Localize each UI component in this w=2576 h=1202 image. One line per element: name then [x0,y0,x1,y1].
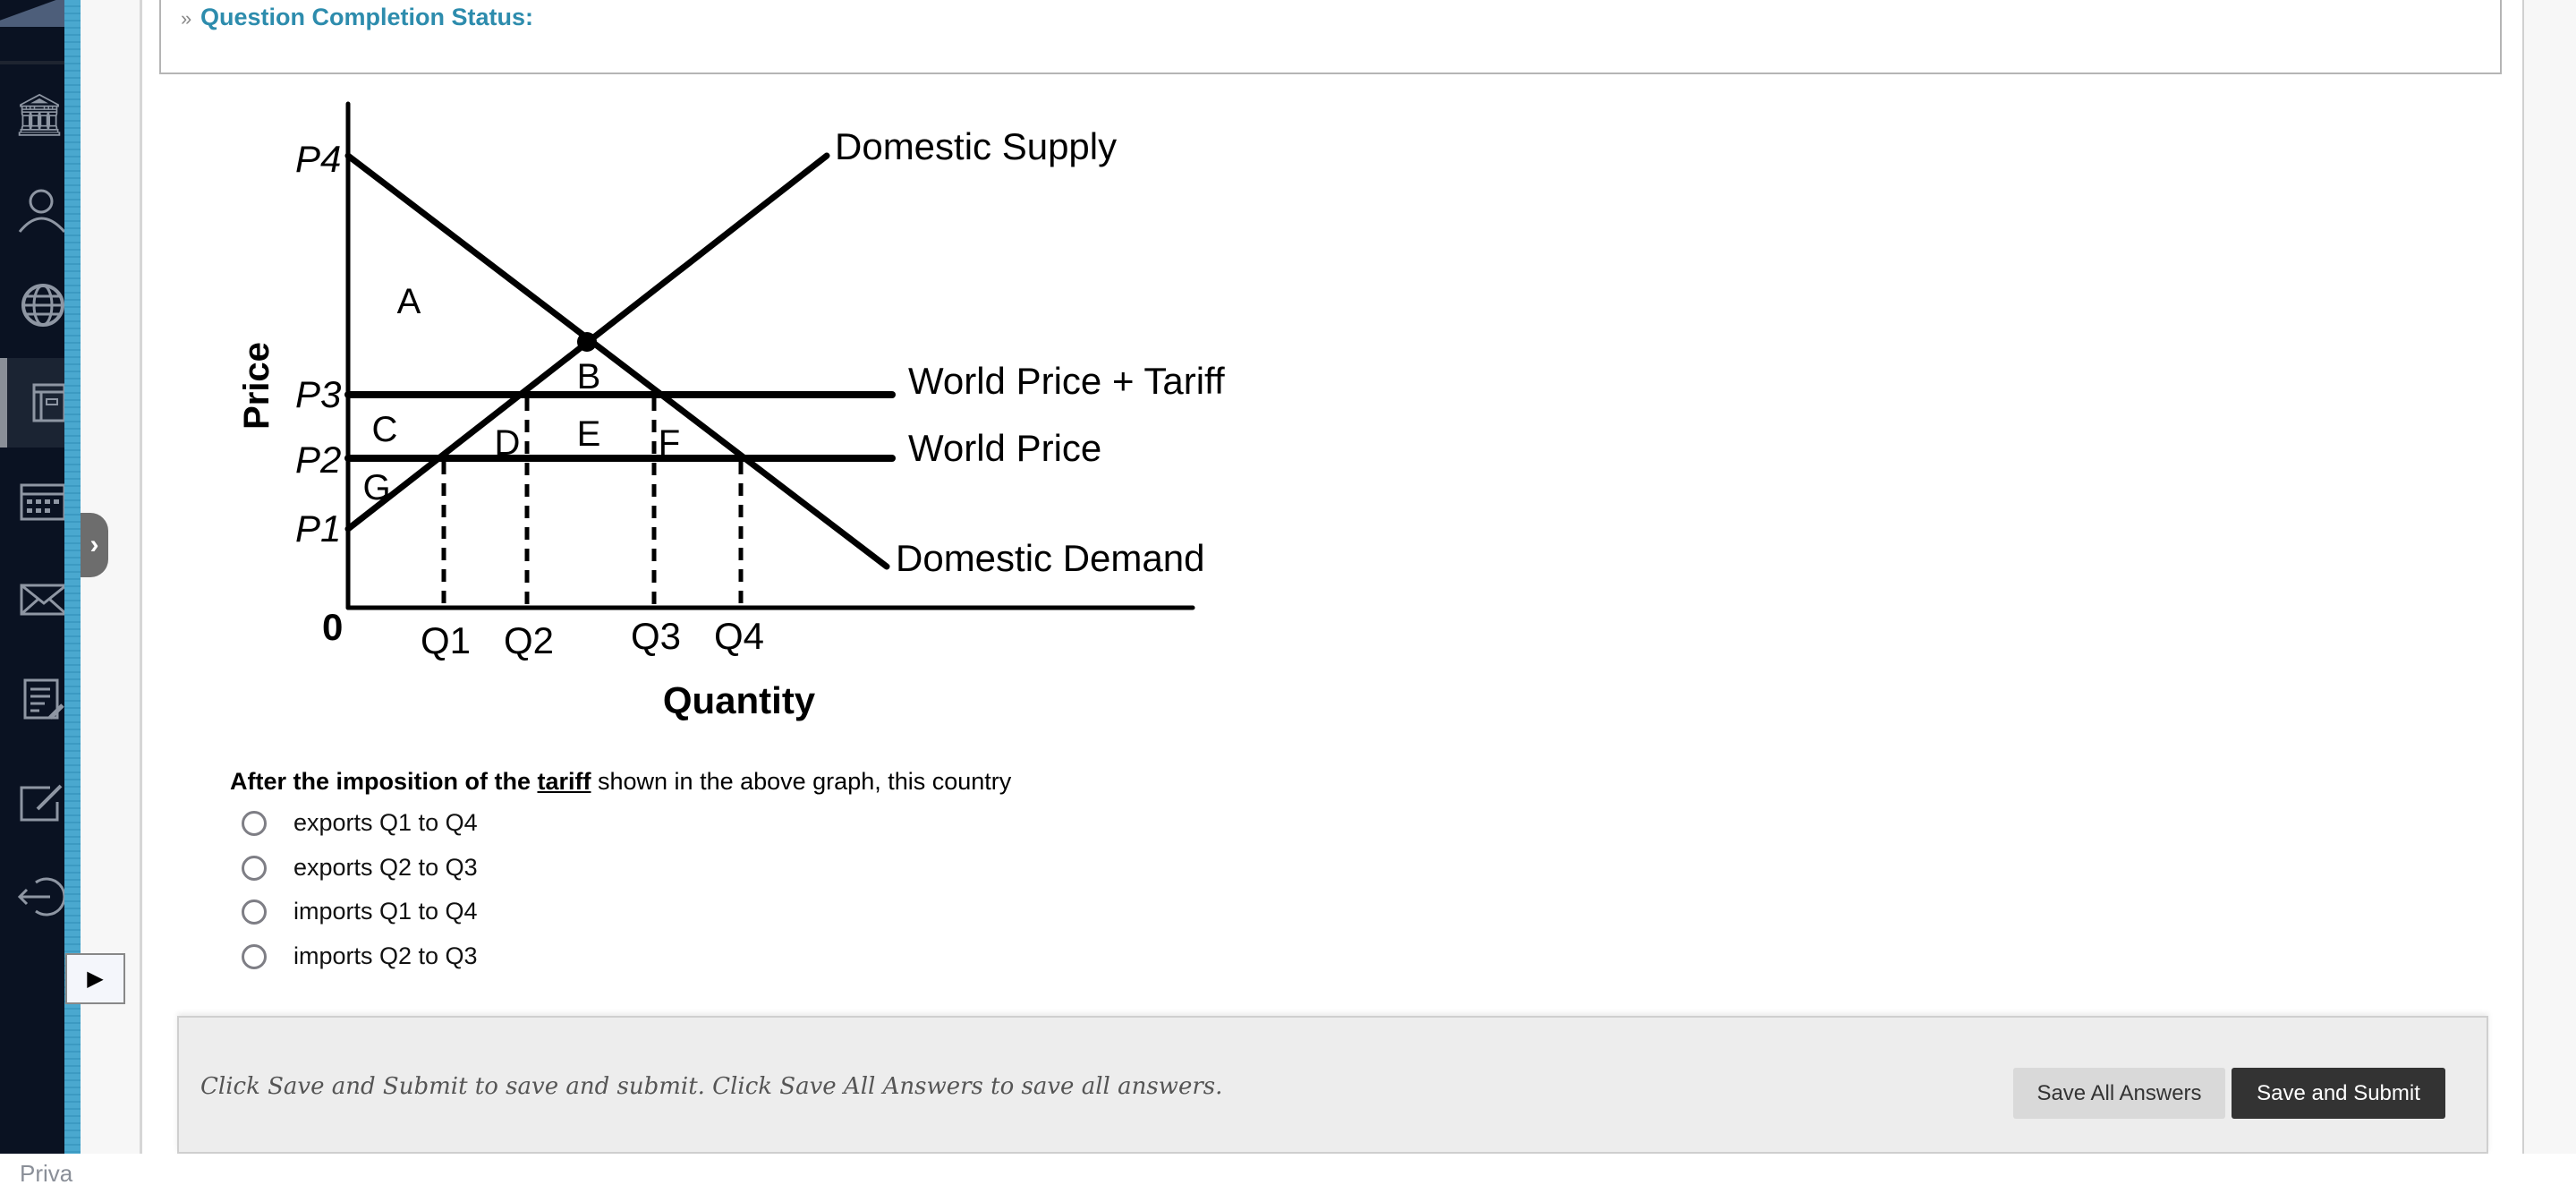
x-axis-title: Quantity [663,679,816,721]
sidebar-edge-stripe [64,0,81,1154]
quantity-label-q1: Q1 [421,619,471,661]
option-label: imports Q2 to Q3 [293,942,478,969]
question-text: After the imposition of the tariff shown… [230,768,1011,796]
divider [0,61,64,64]
radio-button[interactable] [242,899,267,925]
calendar-icon[interactable] [14,476,64,526]
demand-line [344,152,890,570]
answer-option-4[interactable]: imports Q2 to Q3 [242,942,478,970]
radio-button[interactable] [242,943,267,969]
answer-option-1[interactable]: exports Q1 to Q4 [242,809,478,837]
globe-icon[interactable] [14,280,64,330]
quantity-label-q3: Q3 [631,615,681,657]
price-label-p2: P2 [295,439,341,481]
submit-footer: Click Save and Submit to save and submit… [177,1016,2488,1154]
messages-icon[interactable] [14,575,64,625]
active-indicator [0,358,64,448]
double-chevron-icon[interactable]: » [181,7,192,30]
domestic-demand-label: Domestic Demand [896,537,1204,579]
world-price-tariff-label: World Price + Tariff [908,360,1225,402]
answer-option-2[interactable]: exports Q2 to Q3 [242,854,478,882]
profile-icon[interactable] [14,185,64,235]
price-label-p4: P4 [295,138,341,180]
domestic-supply-label: Domestic Supply [835,125,1117,167]
area-c: C [372,410,398,449]
answer-option-3[interactable]: imports Q1 to Q4 [242,898,478,925]
price-label-p1: P1 [295,507,341,550]
expand-panel-button[interactable]: › [81,513,108,577]
world-price-label: World Price [908,427,1101,469]
quantity-label-q2: Q2 [504,619,554,661]
origin-label: 0 [322,606,343,648]
equilibrium-point [577,332,597,352]
right-panel [2524,0,2576,1154]
area-d: D [495,423,521,463]
tariff-graph: P4 P3 P2 P1 0 Q1 Q2 Q3 Q4 Quantity Price… [237,101,1225,721]
grades-icon[interactable] [14,673,64,723]
option-label: exports Q2 to Q3 [293,854,478,881]
tariff-keyword: tariff [537,768,591,795]
radio-button[interactable] [242,855,267,881]
save-and-submit-button[interactable]: Save and Submit [2232,1068,2445,1119]
radio-button[interactable] [242,810,267,836]
institution-icon[interactable]: 🏛 [14,91,64,138]
option-label: imports Q1 to Q4 [293,898,478,925]
sidebar: 🏛 Priva [0,0,72,1187]
y-axis-title: Price [237,342,276,430]
price-label-p3: P3 [295,373,341,415]
sidebar-corner [0,0,64,27]
save-all-answers-button[interactable]: Save All Answers [2013,1068,2225,1119]
courses-icon[interactable] [14,378,64,428]
status-title[interactable]: Question Completion Status: [200,4,534,30]
area-g: G [362,468,390,507]
question-completion-status: » Question Completion Status: [159,0,2502,74]
quantity-label-q4: Q4 [714,615,764,657]
tools-icon[interactable] [14,777,64,827]
area-f: F [659,423,680,463]
footer-message: Click Save and Submit to save and submit… [200,1073,1223,1100]
question-suffix: shown in the above graph, this country [591,768,1012,795]
option-label: exports Q1 to Q4 [293,809,478,836]
play-button[interactable]: ▶ [65,953,125,1004]
area-a: A [397,282,421,321]
content-border [2522,0,2524,1154]
area-b: B [577,357,601,396]
privacy-link[interactable]: Priva [20,1160,73,1187]
area-e: E [577,414,601,454]
sign-out-icon[interactable] [14,870,64,920]
question-prefix: After the imposition of the [230,768,538,795]
